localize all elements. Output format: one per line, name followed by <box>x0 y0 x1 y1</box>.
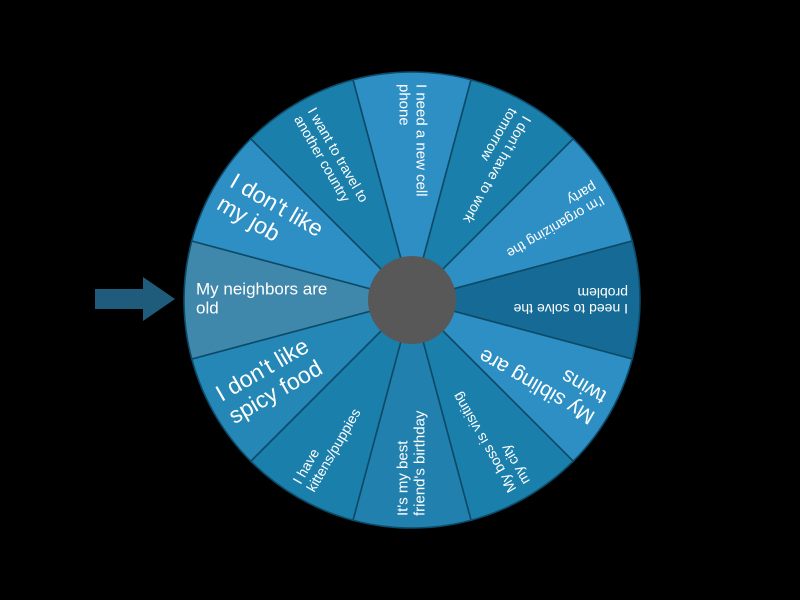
wheel-segment-label: I need to solve theproblem <box>513 285 628 317</box>
wheel-segment[interactable] <box>249 297 414 522</box>
pointer-arrow-icon <box>95 277 175 321</box>
wheel-segment[interactable] <box>190 298 415 463</box>
wheel-segment[interactable] <box>183 240 416 360</box>
wheel-segment[interactable] <box>408 240 641 360</box>
wheel-segment-label: I need a new cellphone <box>396 84 430 197</box>
wheel-segment[interactable] <box>190 137 415 302</box>
wheel-segment[interactable] <box>352 296 472 529</box>
wheel-segment[interactable] <box>409 298 634 463</box>
wheel-segment[interactable] <box>249 78 414 303</box>
wheel-segments[interactable] <box>183 71 641 529</box>
wheel-hub[interactable] <box>368 256 456 344</box>
wheel-segment[interactable] <box>410 78 575 303</box>
wheel-segment[interactable] <box>352 71 472 304</box>
wheel-segment[interactable] <box>409 137 634 302</box>
wheel-segment[interactable] <box>410 297 575 522</box>
wheel-segment-label: It's my bestfriend's birthday <box>395 410 429 516</box>
